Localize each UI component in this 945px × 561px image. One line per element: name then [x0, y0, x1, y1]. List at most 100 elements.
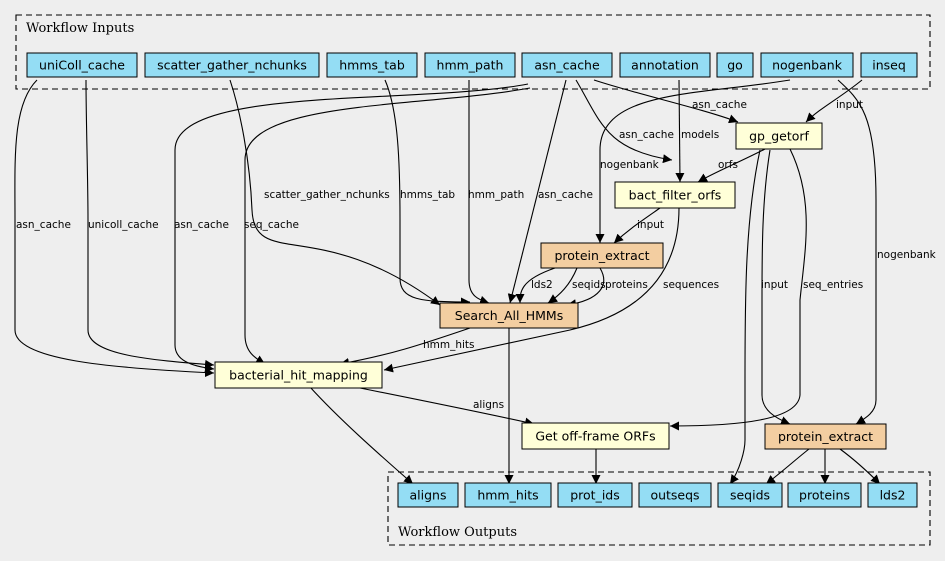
edge-label-seq-cache: seq_cache	[244, 219, 299, 231]
input-node-asn-cache-label: asn_cache	[534, 58, 600, 73]
output-node-lds2-label: lds2	[880, 488, 906, 503]
step-node-get-offframe-orfs[interactable]: Get off-frame ORFs	[521, 422, 670, 450]
edge-asn-cache-mapping-b	[244, 87, 531, 365]
input-node-inseq-label: inseq	[872, 58, 906, 73]
step-node-bact-filter-orfs-label: bact_filter_orfs	[629, 188, 722, 203]
step-node-gp-getorf-label: gp_getorf	[749, 129, 809, 144]
subworkflow-node-protein-extract-2[interactable]: protein_extract	[764, 423, 887, 450]
output-node-aligns-label: aligns	[410, 488, 447, 503]
edge-inseq-getorf	[805, 79, 863, 123]
input-node-asn-cache[interactable]: asn_cache	[521, 52, 613, 78]
step-node-gp-getorf[interactable]: gp_getorf	[735, 122, 823, 150]
edge-getorf-filter-orfs	[697, 148, 766, 183]
input-node-hmms-tab[interactable]: hmms_tab	[326, 52, 418, 78]
edge-mapping-aligns-out	[309, 386, 414, 485]
edge-mapping-offframe-aligns	[354, 386, 535, 427]
edge-label-models: models	[681, 129, 719, 141]
output-node-hmm-hits-label: hmm_hits	[477, 488, 538, 503]
edge-label-sequences: sequences	[663, 279, 719, 291]
edge-label-hmm-hits: hmm_hits	[423, 339, 475, 351]
input-node-go[interactable]: go	[716, 52, 754, 78]
workflow-inputs-cluster: Workflow Inputs	[15, 14, 931, 90]
edge-hmms-tab-search	[384, 79, 471, 307]
output-node-seqids-label: seqids	[730, 488, 770, 503]
workflow-outputs-cluster: Workflow Outputs	[387, 471, 931, 546]
edge-unicoll-mapping-asn-cache	[14, 79, 215, 378]
edge-extract2-seqids	[765, 448, 810, 485]
workflow-inputs-label: Workflow Inputs	[26, 21, 134, 36]
edge-label-asn-cache-search: asn_cache	[538, 189, 593, 201]
edge-getorf-outseqs	[729, 149, 761, 485]
output-node-proteins[interactable]: proteins	[787, 482, 862, 508]
edge-label-asn-cache-filter: asn_cache	[619, 129, 674, 141]
edge-label-lds2: lds2	[531, 279, 553, 291]
input-node-hmms-tab-label: hmms_tab	[339, 58, 405, 73]
edge-label-input-filter: input	[637, 219, 664, 231]
step-node-bacterial-hit-mapping[interactable]: bacterial_hit_mapping	[214, 361, 383, 389]
edge-label-hmm-path: hmm_path	[468, 189, 524, 201]
edge-label-orfs: orfs	[718, 159, 738, 171]
output-node-seqids[interactable]: seqids	[717, 482, 783, 508]
edge-asn-cache-mapping-a	[174, 83, 529, 373]
edge-nogenbank-extract	[595, 79, 791, 243]
edge-extract-search-seqids	[547, 267, 578, 304]
edge-label-input-inseq: input	[836, 99, 863, 111]
edge-label-aligns: aligns	[473, 399, 504, 411]
input-node-hmm-path-label: hmm_path	[437, 58, 504, 73]
output-node-prot-ids[interactable]: prot_ids	[557, 482, 633, 508]
edge-label-hmms-tab: hmms_tab	[400, 189, 455, 201]
input-node-annotation[interactable]: annotation	[619, 52, 711, 78]
edge-label-asn-cache-getorf: asn_cache	[692, 99, 747, 111]
input-node-go-label: go	[727, 58, 743, 73]
output-node-lds2[interactable]: lds2	[867, 482, 918, 508]
edge-getorf-extract2-input	[761, 149, 791, 425]
edge-labels: asn_cache input asn_cache models nogenba…	[16, 99, 937, 411]
edge-extract2-lds2	[839, 448, 881, 485]
edge-label-unicoll-asn-cache: asn_cache	[16, 219, 71, 231]
input-node-annotation-label: annotation	[631, 58, 699, 73]
edge-asn-cache-getorf	[593, 79, 739, 124]
input-node-hmm-path[interactable]: hmm_path	[424, 52, 516, 78]
input-node-unicoll-cache[interactable]: uniColl_cache	[26, 52, 138, 78]
input-node-unicoll-cache-label: uniColl_cache	[39, 58, 125, 73]
input-node-nogenbank[interactable]: nogenbank	[760, 52, 854, 78]
edge-search-mapping-hmm-hits	[339, 327, 471, 367]
edge-unicoll-mapping-unicoll-cache	[85, 79, 215, 369]
workflow-outputs-label: Workflow Outputs	[398, 525, 517, 540]
edge-label-unicoll-cache: unicoll_cache	[88, 219, 159, 231]
output-node-aligns[interactable]: aligns	[397, 482, 459, 508]
edge-label-nogenbank-extract: nogenbank	[600, 159, 660, 171]
edge-label-seqids: seqids	[572, 279, 606, 291]
edge-asn-cache-search	[507, 79, 567, 304]
step-node-bact-filter-orfs[interactable]: bact_filter_orfs	[614, 181, 736, 209]
edge-label-nogenbank-right: nogenbank	[877, 249, 937, 261]
input-node-inseq[interactable]: inseq	[860, 52, 918, 78]
edge-extract-search-lds2	[515, 267, 556, 304]
edge-annotation-filter	[675, 79, 685, 183]
step-node-bacterial-hit-mapping-label: bacterial_hit_mapping	[229, 368, 368, 383]
edge-label-scatter-gather: scatter_gather_nchunks	[264, 189, 390, 201]
edge-label-proteins: proteins	[605, 279, 648, 291]
edge-label-input-getorf: input	[761, 279, 788, 291]
input-node-scatter-gather-nchunks[interactable]: scatter_gather_nchunks	[144, 52, 320, 78]
output-node-hmm-hits[interactable]: hmm_hits	[464, 482, 552, 508]
edge-hmm-path-search	[468, 80, 490, 305]
edge-asn-cache-filter	[575, 79, 673, 164]
subworkflow-node-search-all-hmms-label: Search_All_HMMs	[455, 308, 563, 323]
subworkflow-node-search-all-hmms[interactable]: Search_All_HMMs	[439, 302, 579, 329]
edge-label-seq-entries: seq_entries	[803, 279, 863, 291]
output-node-prot-ids-label: prot_ids	[570, 488, 620, 503]
edge-label-asn-cache-mapping: asn_cache	[174, 219, 229, 231]
edge-nogenbank-extract2	[837, 79, 877, 425]
subworkflow-node-protein-extract-1-label: protein_extract	[554, 248, 649, 263]
subworkflow-node-protein-extract-2-label: protein_extract	[778, 429, 873, 444]
edge-filter-extract-input	[613, 207, 661, 244]
edges	[14, 79, 881, 485]
step-node-get-offframe-orfs-label: Get off-frame ORFs	[535, 429, 655, 444]
subworkflow-node-protein-extract-1[interactable]: protein_extract	[540, 242, 664, 269]
input-node-scatter-gather-nchunks-label: scatter_gather_nchunks	[157, 58, 307, 73]
edge-scatter-search	[229, 79, 441, 306]
output-node-outseqs-label: outseqs	[650, 488, 699, 503]
output-node-outseqs[interactable]: outseqs	[638, 482, 712, 508]
